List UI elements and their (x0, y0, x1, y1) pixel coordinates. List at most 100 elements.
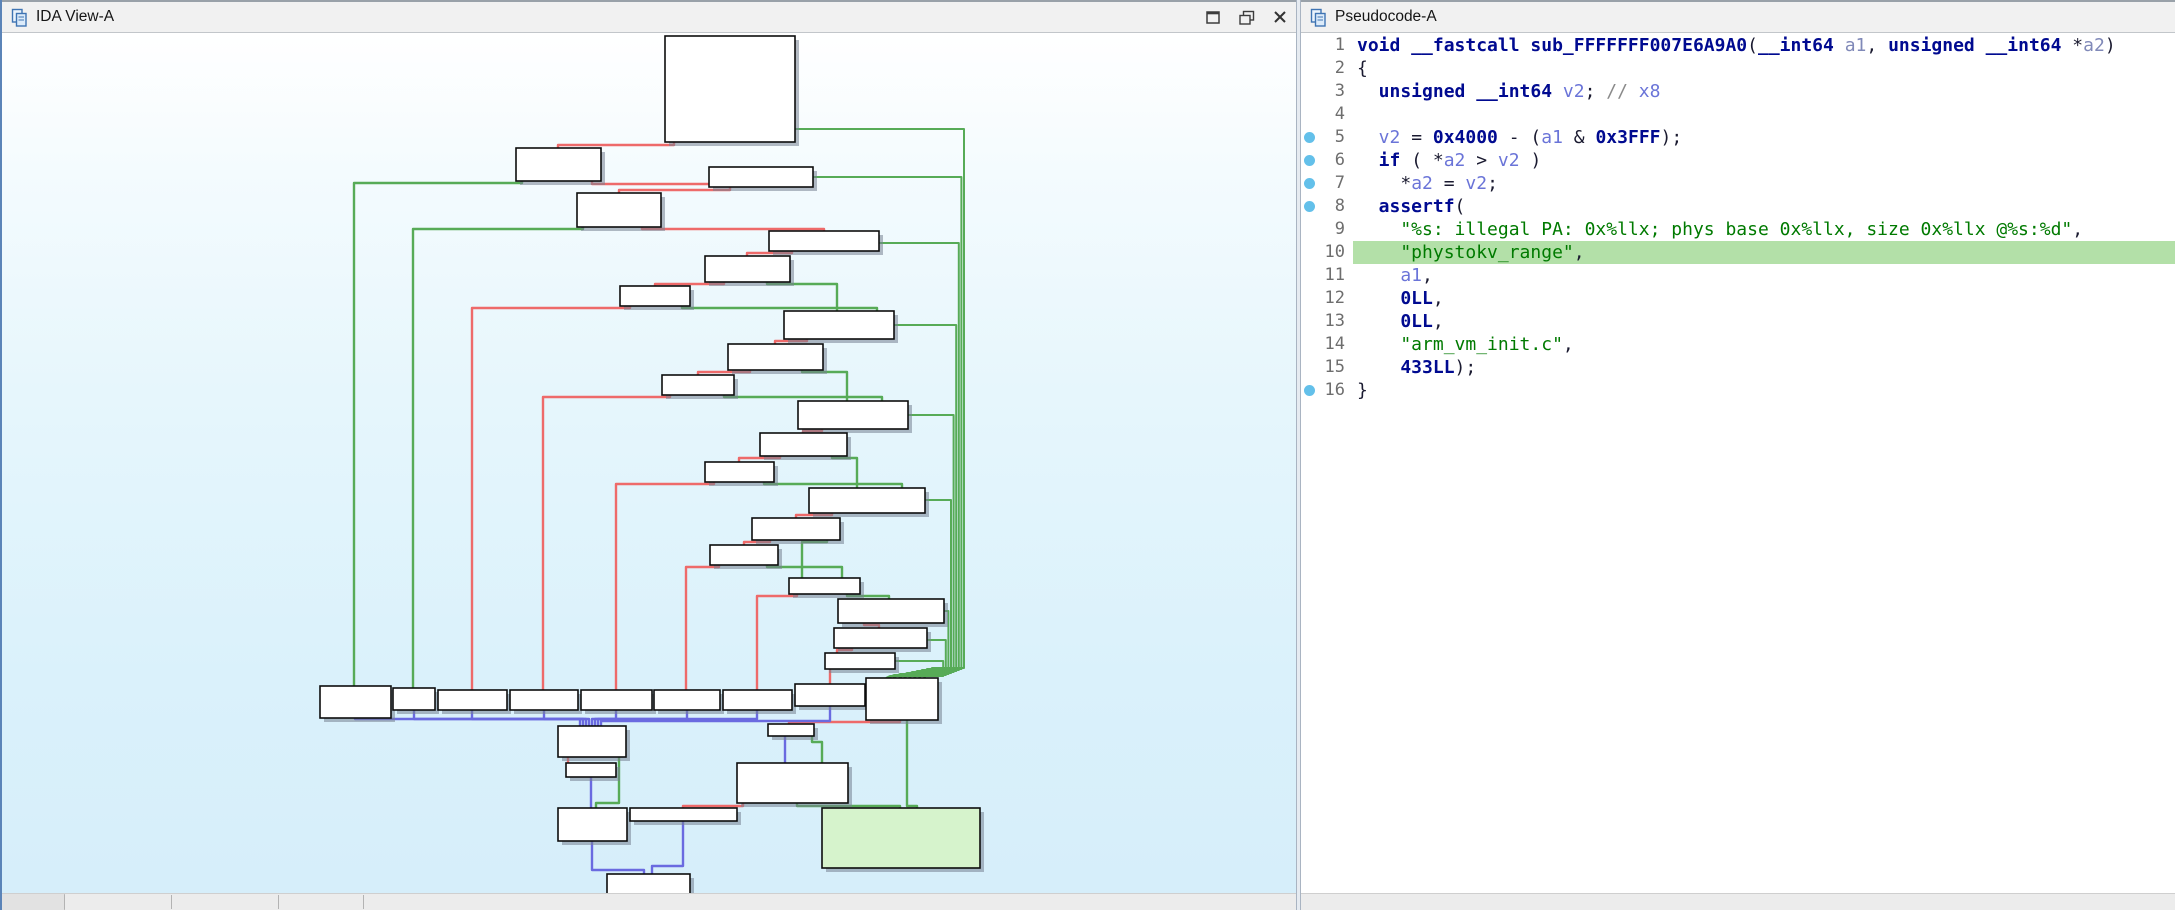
graph-node-mG[interactable] (822, 808, 980, 868)
graph-node-entry[interactable] (665, 36, 795, 142)
line-number: 13 (1301, 310, 1345, 333)
graph-node-b9[interactable] (866, 678, 938, 720)
graph-node-n2[interactable] (709, 167, 813, 187)
graph-node-n1[interactable] (516, 148, 601, 181)
graph-node-b1[interactable] (320, 686, 391, 718)
graph-canvas[interactable] (2, 33, 1298, 893)
code-line[interactable]: 6 if ( *a2 > v2 ) (1301, 149, 2175, 172)
statusbar-segment (2, 894, 65, 910)
code-text: 0LL, (1357, 310, 1444, 333)
breakpoint-dot[interactable] (1304, 385, 1315, 396)
graph-node-n8[interactable] (728, 344, 823, 370)
graph-node-n14[interactable] (752, 518, 840, 540)
graph-node-b4[interactable] (510, 690, 578, 710)
code-text: *a2 = v2; (1357, 172, 1498, 195)
graph-node-b7[interactable] (723, 690, 792, 710)
code-text: 0LL, (1357, 287, 1444, 310)
graph-node-n10[interactable] (798, 401, 908, 429)
code-line[interactable]: 2{ (1301, 57, 2175, 80)
code-line[interactable]: 7 *a2 = v2; (1301, 172, 2175, 195)
graph-node-n4[interactable] (769, 231, 879, 251)
graph-node-b5[interactable] (581, 690, 652, 710)
code-line[interactable]: 14 "arm_vm_init.c", (1301, 333, 2175, 356)
graph-node-mE[interactable] (607, 874, 690, 893)
graph-node-n6[interactable] (620, 286, 690, 306)
code-line[interactable]: 13 0LL, (1301, 310, 2175, 333)
graph-node-mD[interactable] (630, 808, 737, 821)
graph-node-p1[interactable] (789, 578, 860, 594)
code-text: unsigned __int64 v2; // x8 (1357, 80, 1660, 103)
line-number: 3 (1301, 80, 1345, 103)
line-number: 4 (1301, 103, 1345, 126)
breakpoint-dot[interactable] (1304, 178, 1315, 189)
graph-node-p2[interactable] (838, 599, 944, 623)
statusbar-tick (363, 895, 364, 909)
graph-node-n5[interactable] (705, 256, 790, 282)
code-text: "%s: illegal PA: 0x%llx; phys base 0x%ll… (1357, 218, 2083, 241)
line-number: 15 (1301, 356, 1345, 379)
maximize-icon[interactable] (1205, 9, 1222, 26)
line-number: 2 (1301, 57, 1345, 80)
graph-node-b3[interactable] (438, 690, 507, 710)
breakpoint-dot[interactable] (1304, 155, 1315, 166)
code-text: assertf( (1357, 195, 1465, 218)
close-icon[interactable] (1272, 9, 1288, 25)
code-line[interactable]: 1 void __fastcall sub_FFFFFFF007E6A9A0(__… (1301, 34, 2175, 57)
code-text: if ( *a2 > v2 ) (1357, 149, 1541, 172)
graph-node-mB[interactable] (566, 763, 616, 777)
graph-node-n12[interactable] (705, 462, 774, 482)
graph-node-mA[interactable] (558, 726, 626, 757)
code-line[interactable]: 4 (1301, 103, 2175, 126)
code-text: a1, (1357, 264, 1433, 287)
graph-node-n11[interactable] (760, 433, 847, 456)
pseudocode-icon (1310, 8, 1327, 27)
restore-icon[interactable] (1238, 9, 1256, 26)
code-line[interactable]: 15 433LL); (1301, 356, 2175, 379)
ida-view-pane: IDA View-A (0, 0, 1296, 910)
window-buttons (1205, 9, 1288, 26)
graph-node-n13[interactable] (809, 488, 925, 513)
graph-node-b2[interactable] (393, 688, 435, 710)
graph-node-n15[interactable] (710, 545, 778, 565)
code-line[interactable]: 10 "phystokv_range", (1301, 241, 2175, 264)
graph-node-b8[interactable] (795, 684, 865, 706)
graph-node-n9[interactable] (662, 375, 734, 395)
line-number: 1 (1301, 34, 1345, 57)
code-text: v2 = 0x4000 - (a1 & 0x3FFF); (1357, 126, 1682, 149)
code-line[interactable]: 9 "%s: illegal PA: 0x%llx; phys base 0x%… (1301, 218, 2175, 241)
graph-node-mC[interactable] (558, 808, 627, 841)
pseudocode-statusbar (1301, 893, 2175, 910)
graph-node-p4[interactable] (825, 653, 895, 669)
statusbar-tick (64, 895, 65, 909)
breakpoint-dot[interactable] (1304, 201, 1315, 212)
code-text: void __fastcall sub_FFFFFFF007E6A9A0(__i… (1357, 34, 2116, 57)
graph-node-mH[interactable] (768, 724, 814, 736)
breakpoint-dot[interactable] (1304, 132, 1315, 143)
code-line[interactable]: 12 0LL, (1301, 287, 2175, 310)
line-number: 12 (1301, 287, 1345, 310)
code-line[interactable]: 3 unsigned __int64 v2; // x8 (1301, 80, 2175, 103)
pseudocode-editor[interactable]: 1 void __fastcall sub_FFFFFFF007E6A9A0(__… (1301, 33, 2175, 893)
code-line[interactable]: 5 v2 = 0x4000 - (a1 & 0x3FFF); (1301, 126, 2175, 149)
graph-node-p3[interactable] (834, 628, 927, 648)
graph-nodes (320, 36, 984, 893)
statusbar-tick (171, 895, 172, 909)
ida-view-titlebar[interactable]: IDA View-A (2, 0, 1296, 33)
graph-node-b6[interactable] (654, 690, 720, 710)
graph-node-mF[interactable] (737, 763, 848, 803)
pseudocode-titlebar[interactable]: Pseudocode-A (1301, 0, 2175, 33)
graph-node-n7[interactable] (784, 311, 894, 339)
code-line[interactable]: 16} (1301, 379, 2175, 402)
code-line[interactable]: 8 assertf( (1301, 195, 2175, 218)
line-number: 14 (1301, 333, 1345, 356)
graph-node-n3[interactable] (577, 193, 661, 227)
statusbar-tick (278, 895, 279, 909)
code-line[interactable]: 11 a1, (1301, 264, 2175, 287)
code-text: "arm_vm_init.c", (1357, 333, 1574, 356)
code-text: { (1357, 57, 1368, 80)
line-number: 9 (1301, 218, 1345, 241)
code-text: 433LL); (1357, 356, 1476, 379)
pane-title: Pseudocode-A (1335, 8, 1437, 26)
line-number: 11 (1301, 264, 1345, 287)
control-flow-graph (2, 33, 1298, 893)
